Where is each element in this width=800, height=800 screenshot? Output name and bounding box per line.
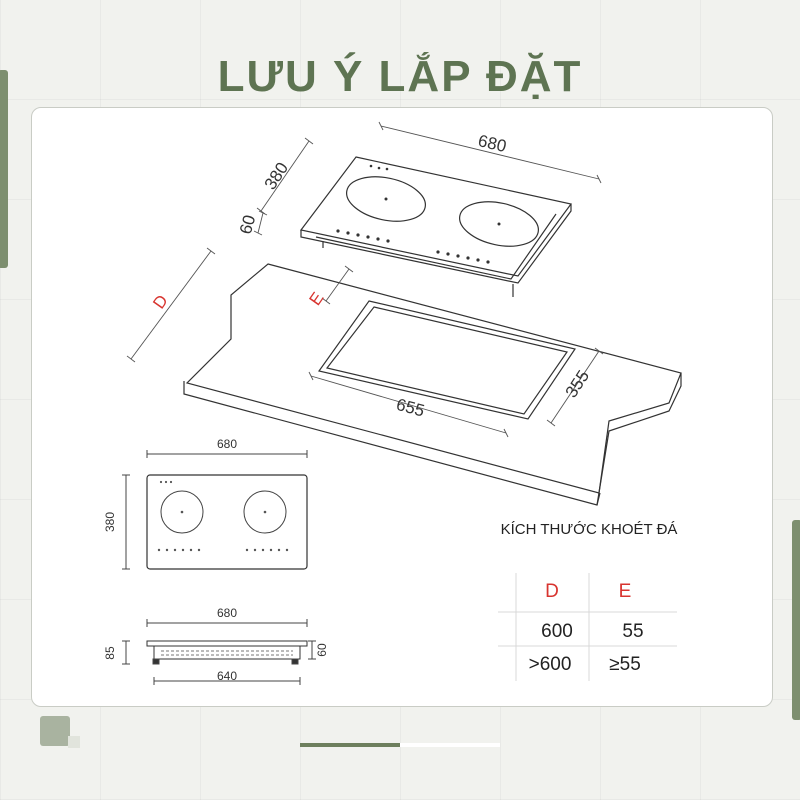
top-view-burner-left bbox=[160, 490, 204, 534]
iso-burner-left-ring bbox=[346, 176, 426, 222]
table-header-d: D bbox=[545, 581, 559, 602]
corner-decor-square-small bbox=[68, 736, 80, 748]
side-view-left-height-label: 85 bbox=[103, 646, 117, 660]
iso-height-label: 60 bbox=[236, 213, 259, 236]
corner-decor-square bbox=[40, 716, 70, 746]
side-view-glass bbox=[146, 640, 308, 647]
iso-width-label: 680 bbox=[476, 131, 508, 156]
table-cell-row1-d: 600 bbox=[541, 621, 573, 642]
top-view-burner-right bbox=[243, 490, 287, 534]
side-view-bottom-width-label: 640 bbox=[217, 669, 237, 683]
side-view-top-width-label: 680 bbox=[217, 606, 237, 620]
installation-diagram: 680 380 60 D E 655 355 680 380 bbox=[103, 121, 682, 685]
right-side-tab bbox=[792, 520, 800, 720]
iso-burner-right-ring bbox=[459, 201, 539, 247]
iso-depth-label: 380 bbox=[261, 159, 292, 193]
table-title: KÍCH THƯỚC KHOÉT ĐÁ bbox=[501, 521, 678, 538]
table-cell-row1-e: 55 bbox=[622, 621, 643, 642]
iso-hob-controls bbox=[336, 164, 501, 264]
top-view bbox=[122, 450, 308, 570]
top-view-controls bbox=[157, 480, 289, 552]
side-view bbox=[122, 619, 316, 685]
countertop bbox=[183, 263, 682, 506]
iso-hob bbox=[299, 156, 573, 297]
table-cell-row2-d: >600 bbox=[529, 654, 572, 675]
side-view-body bbox=[153, 645, 301, 660]
slide-progress-bar[interactable] bbox=[300, 743, 500, 747]
table-cell-row2-e: ≥55 bbox=[609, 654, 641, 675]
slide-progress-fill bbox=[300, 743, 400, 747]
page-title: LƯU Ý LẮP ĐẶT bbox=[217, 52, 583, 101]
left-side-tab bbox=[0, 70, 8, 268]
top-view-hob bbox=[146, 474, 308, 570]
top-view-width-label: 680 bbox=[217, 437, 237, 451]
cutout bbox=[317, 300, 576, 420]
diagram-card: 680 380 60 D E 655 355 680 380 bbox=[31, 107, 773, 707]
top-view-depth-label: 380 bbox=[103, 512, 117, 532]
iso-dimension-lines bbox=[126, 121, 604, 438]
table-header-e: E bbox=[619, 581, 632, 602]
table-grid bbox=[498, 573, 677, 681]
side-view-right-height-label: 60 bbox=[315, 643, 329, 657]
